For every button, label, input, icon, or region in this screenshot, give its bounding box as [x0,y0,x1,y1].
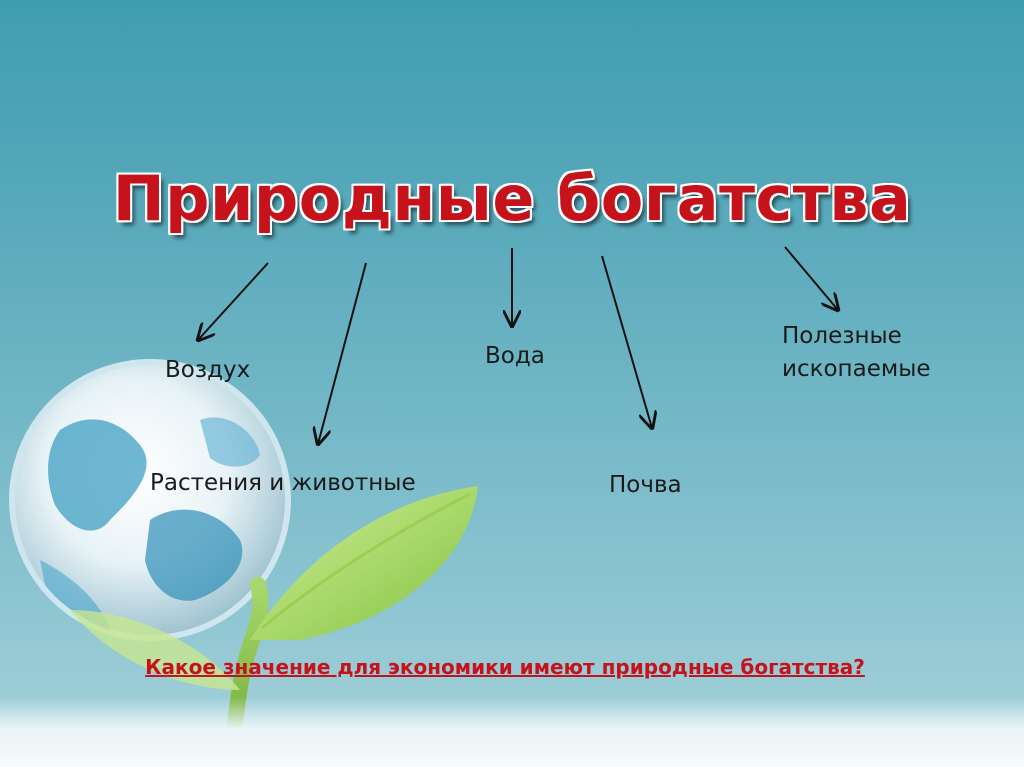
diagram-arrows [198,246,838,444]
globe-illustration [9,359,291,641]
arrow-to-minerals [784,246,838,310]
arrow-to-air [198,262,269,340]
slide-question: Какое значение для экономики имеют приро… [145,655,865,679]
arrow-to-soil [601,255,652,428]
item-minerals: Полезные ископаемые [782,323,931,383]
slide-title: Природные богатства [112,162,912,235]
item-air: Воздух [165,357,251,383]
arrow-to-plants-animals [318,262,367,444]
item-soil: Почва [609,472,682,498]
item-water: Вода [485,343,545,369]
item-plants-animals: Растения и животные [150,470,416,496]
bottom-band [0,697,1024,767]
